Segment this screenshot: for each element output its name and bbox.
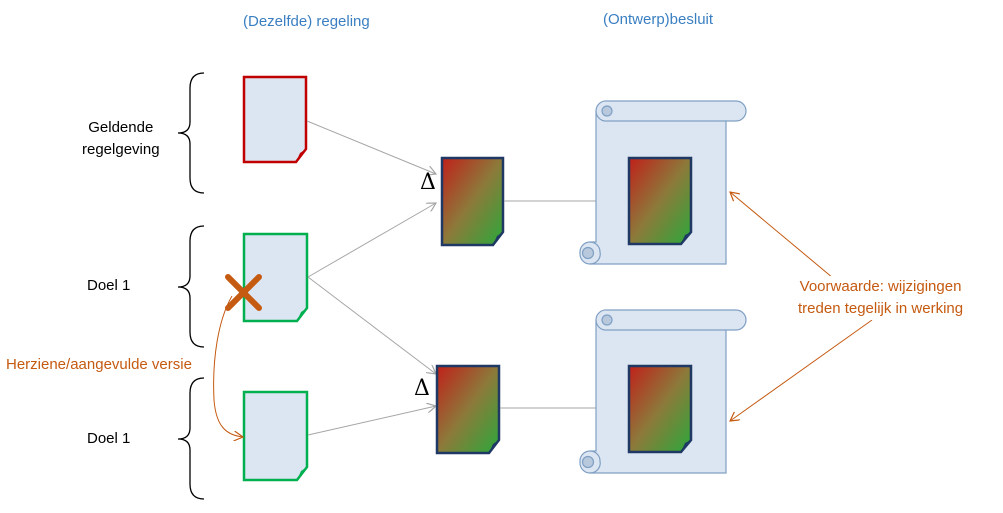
revised-version-label: Herziene/aangevulde versie [6, 356, 192, 373]
delta-document-1 [440, 156, 505, 247]
decision-delta-document-1 [627, 156, 693, 246]
delta-symbol-2: Δ [414, 376, 430, 401]
document-current-regulation [242, 75, 308, 164]
arrow-condition-to-decision1 [730, 192, 834, 279]
arrow-current-to-delta1 [306, 120, 436, 174]
brace-row3 [177, 377, 205, 500]
row-label-goal1-b: Doel 1 [87, 430, 131, 447]
brace-row1 [177, 72, 205, 194]
arrow-condition-to-decision2 [730, 319, 873, 421]
cross-mark-icon [225, 274, 262, 311]
arrow-revised-version [213, 295, 243, 437]
delta-document-2 [435, 364, 501, 455]
column-header-decision: (Ontwerp)besluit [603, 11, 714, 28]
condition-note: Voorwaarde: wijzigingen treden tegelijk … [798, 276, 964, 320]
delta-symbol-1: Δ [420, 170, 436, 195]
arrow-goal1-to-delta2 [307, 276, 436, 374]
row-label-goal1-a: Doel 1 [87, 277, 131, 294]
brace-row2 [177, 225, 205, 348]
document-goal1-revised [242, 390, 309, 482]
arrow-goal1-to-delta1 [307, 203, 436, 278]
row-label-current-regulation: Geldende regelgeving [82, 119, 160, 158]
document-goal1-original [242, 232, 309, 323]
decision-delta-document-2 [627, 364, 693, 454]
arrow-revised-to-delta2 [307, 406, 436, 436]
column-header-regulation: (Dezelfde) regeling [243, 13, 370, 30]
